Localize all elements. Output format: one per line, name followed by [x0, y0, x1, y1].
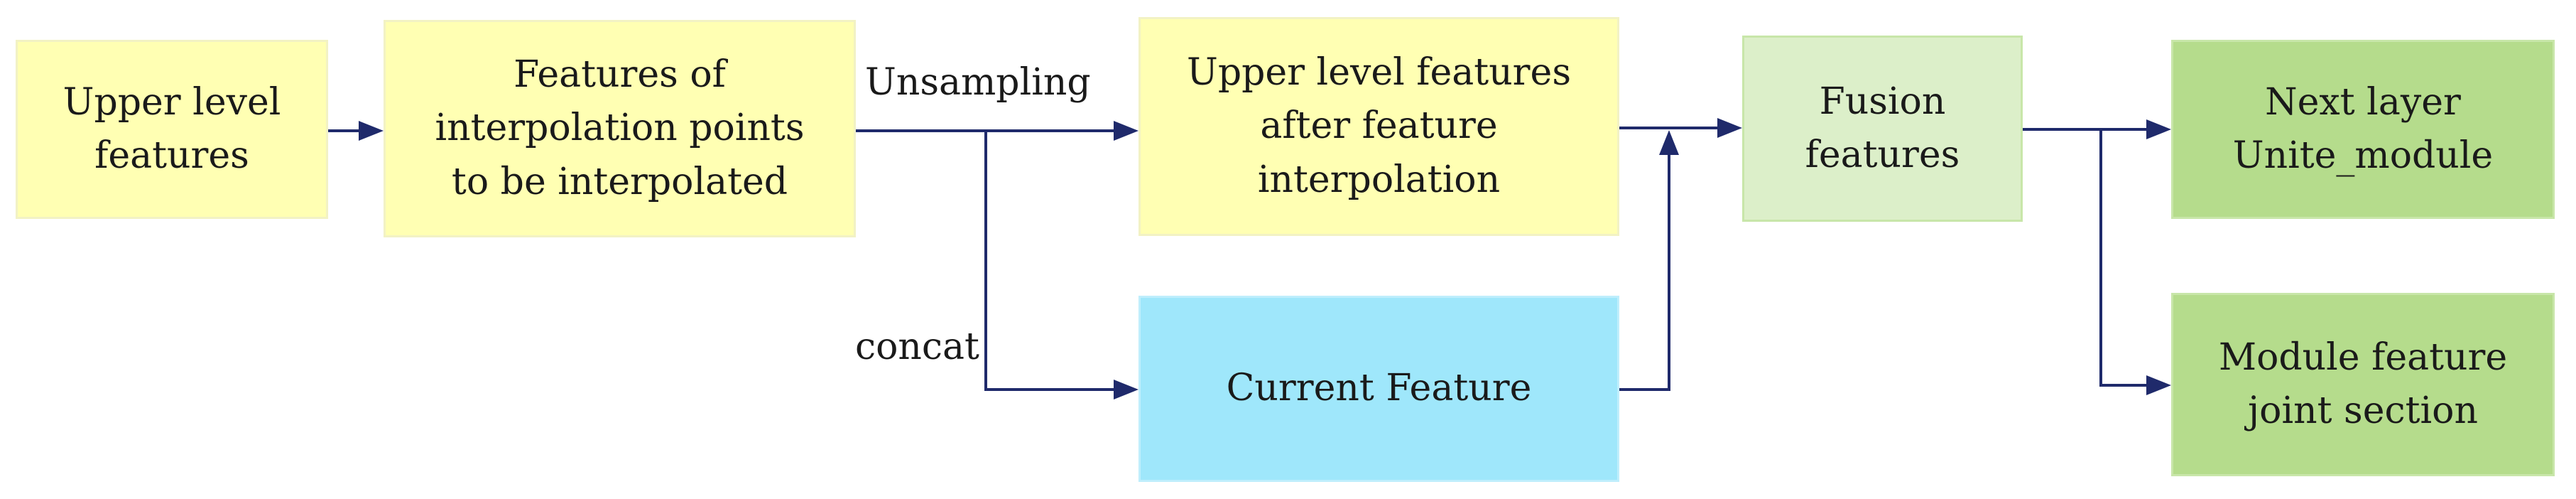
- node-current-feature: Current Feature: [1138, 296, 1619, 482]
- arrowhead-2: [1114, 121, 1138, 141]
- node-current-feature-text: Current Feature: [1226, 367, 1532, 410]
- arrowhead-4: [1717, 118, 1742, 138]
- node-fusion-features: Fusion features: [1742, 36, 2023, 222]
- node-module-joint-section-text: Module feature joint section: [2218, 336, 2508, 432]
- edge-concat: [984, 131, 1114, 391]
- arrowhead-3: [1114, 380, 1138, 399]
- node-fusion-features-text: Fusion features: [1805, 80, 1960, 176]
- node-upper-level-features-text: Upper level features: [63, 80, 281, 177]
- node-interpolation-points-text: Features of interpolation points to be i…: [435, 53, 805, 203]
- edge-label-concat: concat: [855, 326, 979, 368]
- node-after-interpolation-text: Upper level features after feature inter…: [1187, 50, 1571, 201]
- node-next-layer: Next layer Unite_module: [2171, 40, 2555, 219]
- edge-fusion-to-joint: [2099, 129, 2146, 387]
- edge-current-to-merge: [1619, 155, 1670, 391]
- arrowhead-1: [359, 121, 384, 141]
- node-after-interpolation: Upper level features after feature inter…: [1138, 17, 1619, 236]
- edge-label-unsampling: Unsampling: [865, 61, 1091, 104]
- node-interpolation-points: Features of interpolation points to be i…: [384, 20, 856, 237]
- arrowhead-5: [1659, 130, 1679, 155]
- arrowhead-6: [2146, 119, 2171, 139]
- node-next-layer-text: Next layer Unite_module: [2232, 80, 2494, 177]
- arrowhead-7: [2146, 375, 2171, 395]
- node-module-joint-section: Module feature joint section: [2171, 293, 2555, 476]
- node-upper-level-features: Upper level features: [16, 40, 328, 219]
